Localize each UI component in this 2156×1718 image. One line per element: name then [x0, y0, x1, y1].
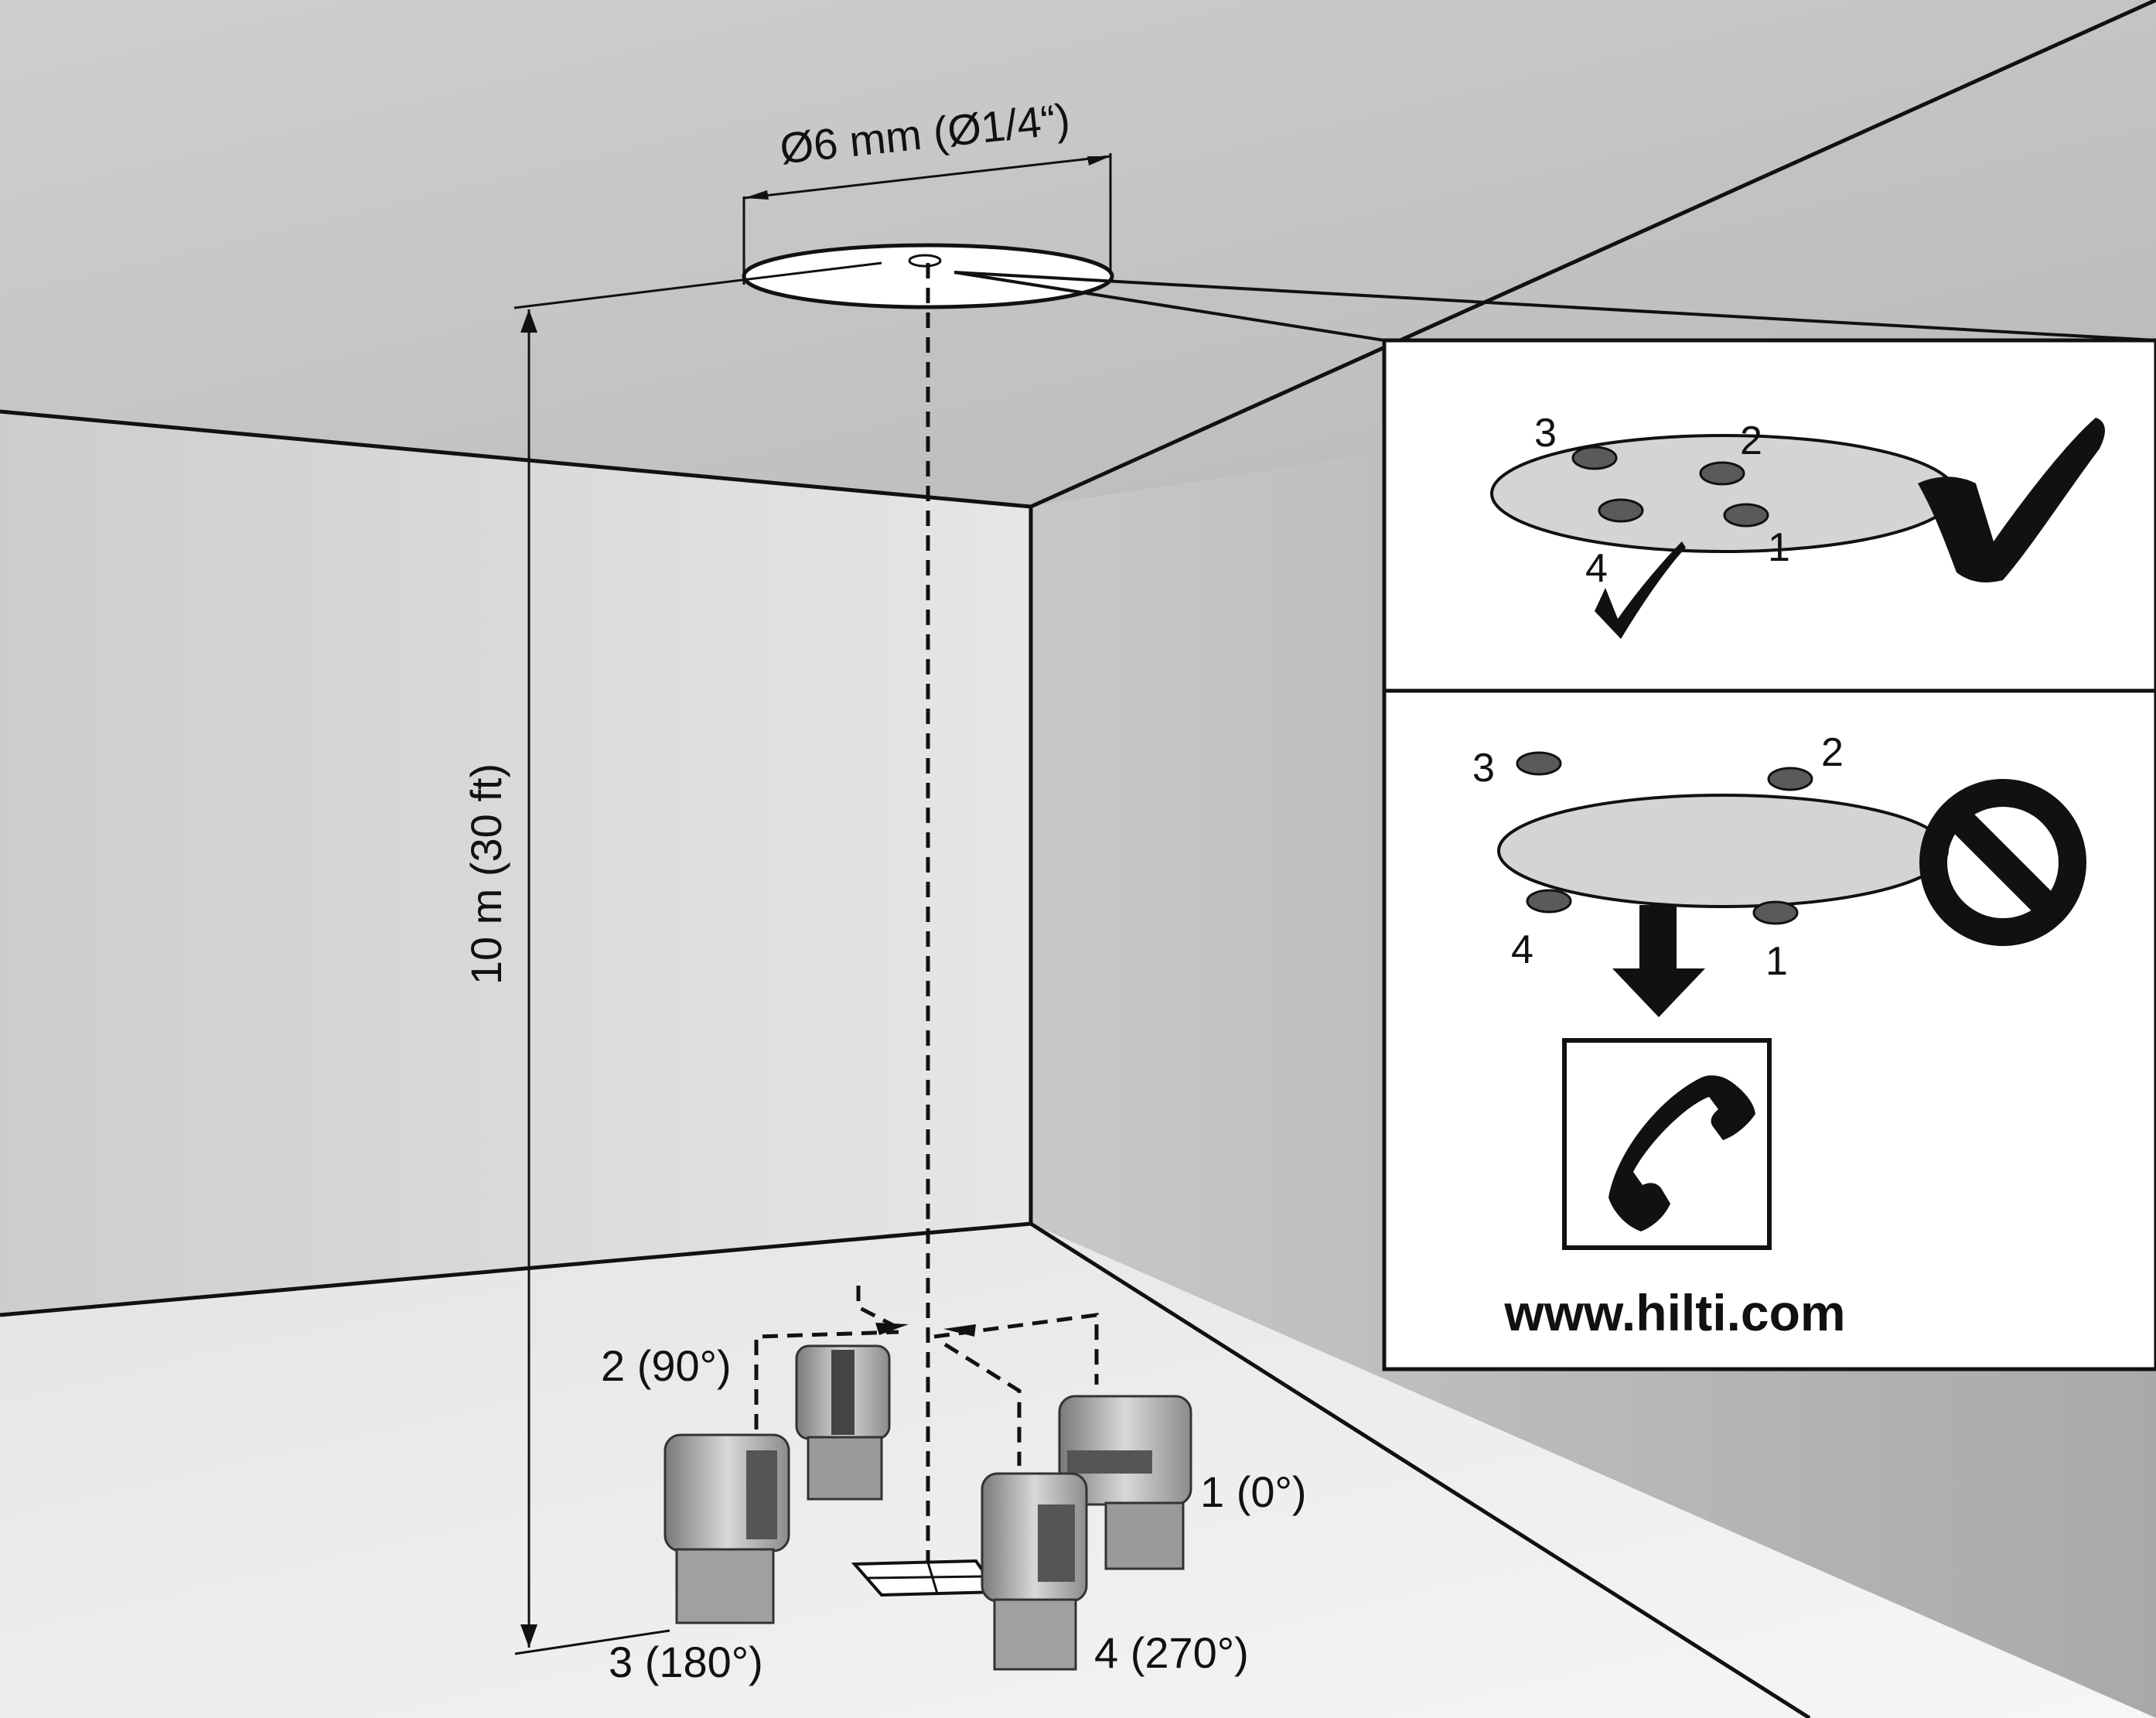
inset-panel: 3 2 4 1 3 2 4 1	[1382, 338, 2156, 1371]
fail-dot-3	[1516, 751, 1562, 776]
fail-dot-label-2: 2	[1821, 730, 1844, 775]
plumb-line	[851, 263, 1001, 1597]
panel-ok: 3 2 4 1	[1490, 411, 2105, 639]
fail-dot-1	[1752, 900, 1799, 925]
laser-device-1	[1058, 1395, 1192, 1570]
check-icon	[1918, 418, 2105, 582]
laser-device-4	[981, 1472, 1088, 1671]
position-2-label: 2 (90°)	[601, 1341, 732, 1390]
phone-box	[1562, 1038, 1772, 1250]
position-4-label: 4 (270°)	[1094, 1628, 1249, 1677]
dot-1	[1723, 503, 1769, 528]
position-1-label: 1 (0°)	[1200, 1467, 1307, 1516]
panel-fail: 3 2 4 1 www.hilti.com	[1472, 730, 2086, 1341]
dot-3	[1571, 446, 1618, 470]
small-check-icon	[1595, 541, 1686, 639]
dot-label-3: 3	[1534, 411, 1557, 456]
position-3-label: 3 (180°)	[609, 1638, 763, 1686]
distance-label: 10 m (30 ft)	[462, 763, 510, 985]
dot-label-4: 4	[1585, 546, 1608, 591]
prohibited-icon	[1919, 779, 2086, 946]
dot-4	[1598, 498, 1644, 523]
target-ok	[1490, 434, 1957, 553]
rotation-guides	[754, 1286, 1099, 1466]
target-fail	[1497, 794, 1949, 908]
laser-device-3	[664, 1433, 790, 1624]
fail-dot-4	[1526, 889, 1572, 914]
dot-label-1: 1	[1768, 525, 1790, 570]
ceiling-edge-right	[1029, 0, 2156, 509]
phone-icon	[1608, 1075, 1755, 1231]
dot-label-2: 2	[1740, 418, 1762, 463]
left-wall	[0, 412, 1031, 1315]
fail-dot-2	[1767, 767, 1813, 791]
distance-dimension: 10 m (30 ft)	[462, 309, 670, 1655]
fail-dot-label-3: 3	[1472, 746, 1495, 791]
website-url: www.hilti.com	[1503, 1284, 1845, 1341]
down-arrow-icon	[1612, 905, 1705, 1017]
fail-dot-label-4: 4	[1511, 927, 1533, 972]
dot-2	[1699, 461, 1745, 486]
fail-dot-label-1: 1	[1765, 939, 1788, 984]
laser-device-2	[795, 1344, 891, 1501]
laser-point	[908, 254, 942, 268]
